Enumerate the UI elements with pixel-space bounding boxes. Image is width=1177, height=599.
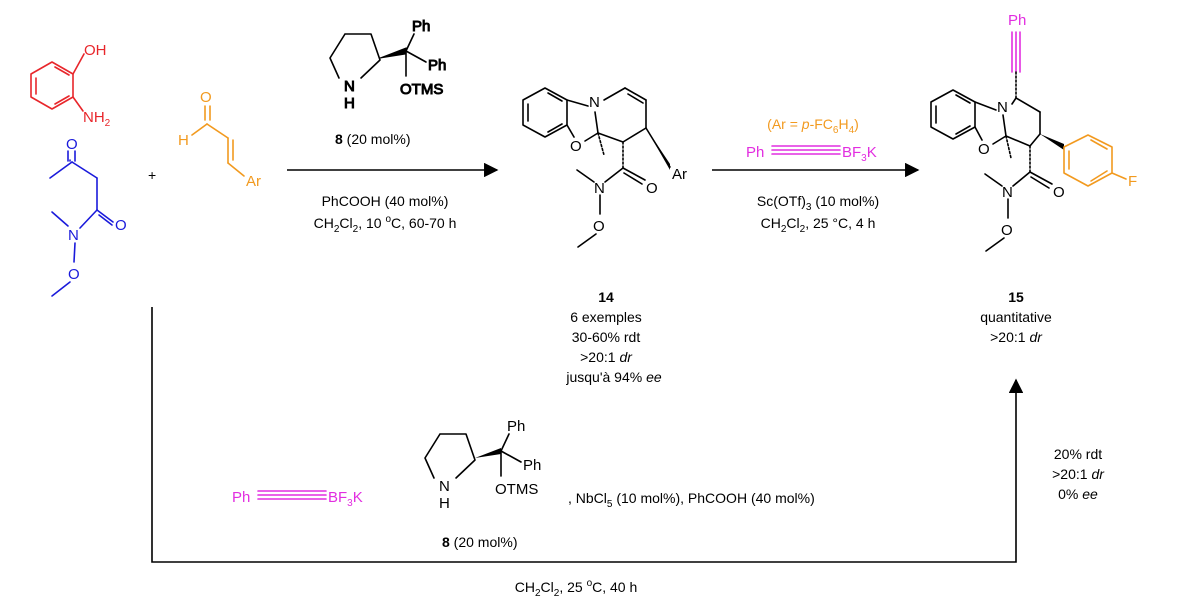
- bottom-catalyst-phenyl-1-label: Ph: [507, 418, 525, 435]
- product-14-amide-nitrogen-label: N: [594, 180, 605, 197]
- bottom-bf3k-phenyl-label: Ph: [232, 489, 250, 506]
- product-14-nitrogen-label: N: [589, 94, 600, 111]
- bottom-route-reagents: , NbCl5 (10 mol%), PhCOOH (40 mol%): [568, 490, 815, 510]
- product-14-yield: 30-60% rdt: [572, 329, 641, 345]
- amide-nitrogen-label: N: [68, 227, 79, 244]
- step2-bf3k-phenyl-label: Ph: [746, 144, 764, 161]
- product-15-fluorine-label: F: [1128, 173, 1137, 190]
- catalyst-top: N H Ph Ph OTMS: [329, 18, 447, 113]
- step1-condition-solvent: CH2Cl2, 10 oC, 60-70 h: [314, 214, 457, 235]
- bottom-catalyst-nitrogen-label: N: [439, 478, 450, 495]
- amide-carbonyl-oxygen-label: O: [115, 217, 127, 234]
- catalyst-otms-label: OTMS: [400, 81, 443, 98]
- product-15-yield: quantitative: [980, 309, 1052, 325]
- step2-aryl-definition: (Ar = p-FC6H4): [767, 116, 859, 136]
- catalyst-loading-bottom: 8 (20 mol%): [442, 534, 517, 550]
- catalyst-phenyl-1-label: Ph: [412, 18, 430, 35]
- product-15-alkyne-phenyl-label: Ph: [1008, 12, 1026, 29]
- product-15-dr: >20:1 dr: [990, 329, 1043, 345]
- product-14-ring-oxygen-label: O: [570, 138, 582, 155]
- enal: O H Ar: [178, 89, 261, 190]
- product-14-structure: N O Ar O N O: [522, 87, 687, 248]
- step1-condition-acid: PhCOOH (40 mol%): [322, 193, 449, 209]
- catalyst-loading-top: 8 (20 mol%): [335, 131, 410, 147]
- step2-condition-catalyst: Sc(OTf)3 (10 mol%): [757, 193, 879, 213]
- catalyst-phenyl-2-label: Ph: [428, 57, 446, 74]
- aldehyde-oxygen-label: O: [200, 89, 212, 106]
- step2-bf3k-label: BF3K: [842, 144, 877, 164]
- bottom-route-dr: >20:1 dr: [1052, 466, 1105, 482]
- bottom-route-conditions: CH2Cl2, 25 oC, 40 h: [515, 578, 638, 599]
- product-15-nitrogen-label: N: [997, 99, 1008, 116]
- product-15-ring-oxygen-label: O: [978, 141, 990, 158]
- catalyst-bottom: N H Ph Ph OTMS: [424, 418, 541, 512]
- product-14-aryl-label: Ar: [672, 166, 687, 183]
- product-15-amide-nitrogen-label: N: [1002, 184, 1013, 201]
- product-15-number: 15: [1008, 289, 1024, 305]
- bottom-bf3k-label: BF3K: [328, 489, 363, 509]
- product-14-scope: 6 exemples: [570, 309, 642, 325]
- step2-alkynyl-trifluoroborate: Ph BF3K: [746, 144, 877, 164]
- product-14-ee: jusqu'à 94% ee: [565, 369, 662, 385]
- product-14-carbonyl-oxygen-label: O: [646, 180, 658, 197]
- product-14-methoxy-oxygen-label: O: [593, 218, 605, 235]
- aldehyde-hydrogen-label: H: [178, 132, 189, 149]
- bottom-catalyst-otms-label: OTMS: [495, 481, 538, 498]
- product-15-methoxy-oxygen-label: O: [1001, 222, 1013, 239]
- product-14-caption: 14 6 exemples 30-60% rdt >20:1 dr jusqu'…: [565, 289, 662, 385]
- bottom-route-results: 20% rdt >20:1 dr 0% ee: [1052, 446, 1105, 502]
- catalyst-hydrogen-label: H: [344, 95, 355, 112]
- bottom-catalyst-phenyl-2-label: Ph: [523, 457, 541, 474]
- bottom-alkynyl-trifluoroborate: Ph BF3K: [232, 489, 363, 509]
- bottom-route-yield: 20% rdt: [1054, 446, 1102, 462]
- product-15-structure: Ph F: [930, 12, 1137, 252]
- step2-condition-solvent: CH2Cl2, 25 °C, 4 h: [761, 215, 876, 235]
- plus-sign: +: [148, 167, 156, 183]
- aminophenol-oh-label: OH: [84, 42, 107, 59]
- bottom-route-ee: 0% ee: [1058, 486, 1098, 502]
- methoxy-oxygen-label: O: [68, 266, 80, 283]
- ketone-oxygen-label: O: [66, 136, 78, 153]
- bottom-catalyst-hydrogen-label: H: [439, 495, 450, 512]
- aminophenol: OH NH2: [30, 42, 111, 129]
- one-pot-route-arrow: [151, 307, 1024, 563]
- product-14-dr: >20:1 dr: [580, 349, 633, 365]
- catalyst-nitrogen-label: N: [344, 78, 355, 95]
- product-14-number: 14: [598, 289, 614, 305]
- weinreb-ketoamide: O O N O: [49, 136, 127, 297]
- aminophenol-nh2-label: NH2: [83, 109, 111, 129]
- product-15-caption: 15 quantitative >20:1 dr: [980, 289, 1052, 345]
- enal-aryl-label: Ar: [246, 173, 261, 190]
- product-15-carbonyl-oxygen-label: O: [1053, 184, 1065, 201]
